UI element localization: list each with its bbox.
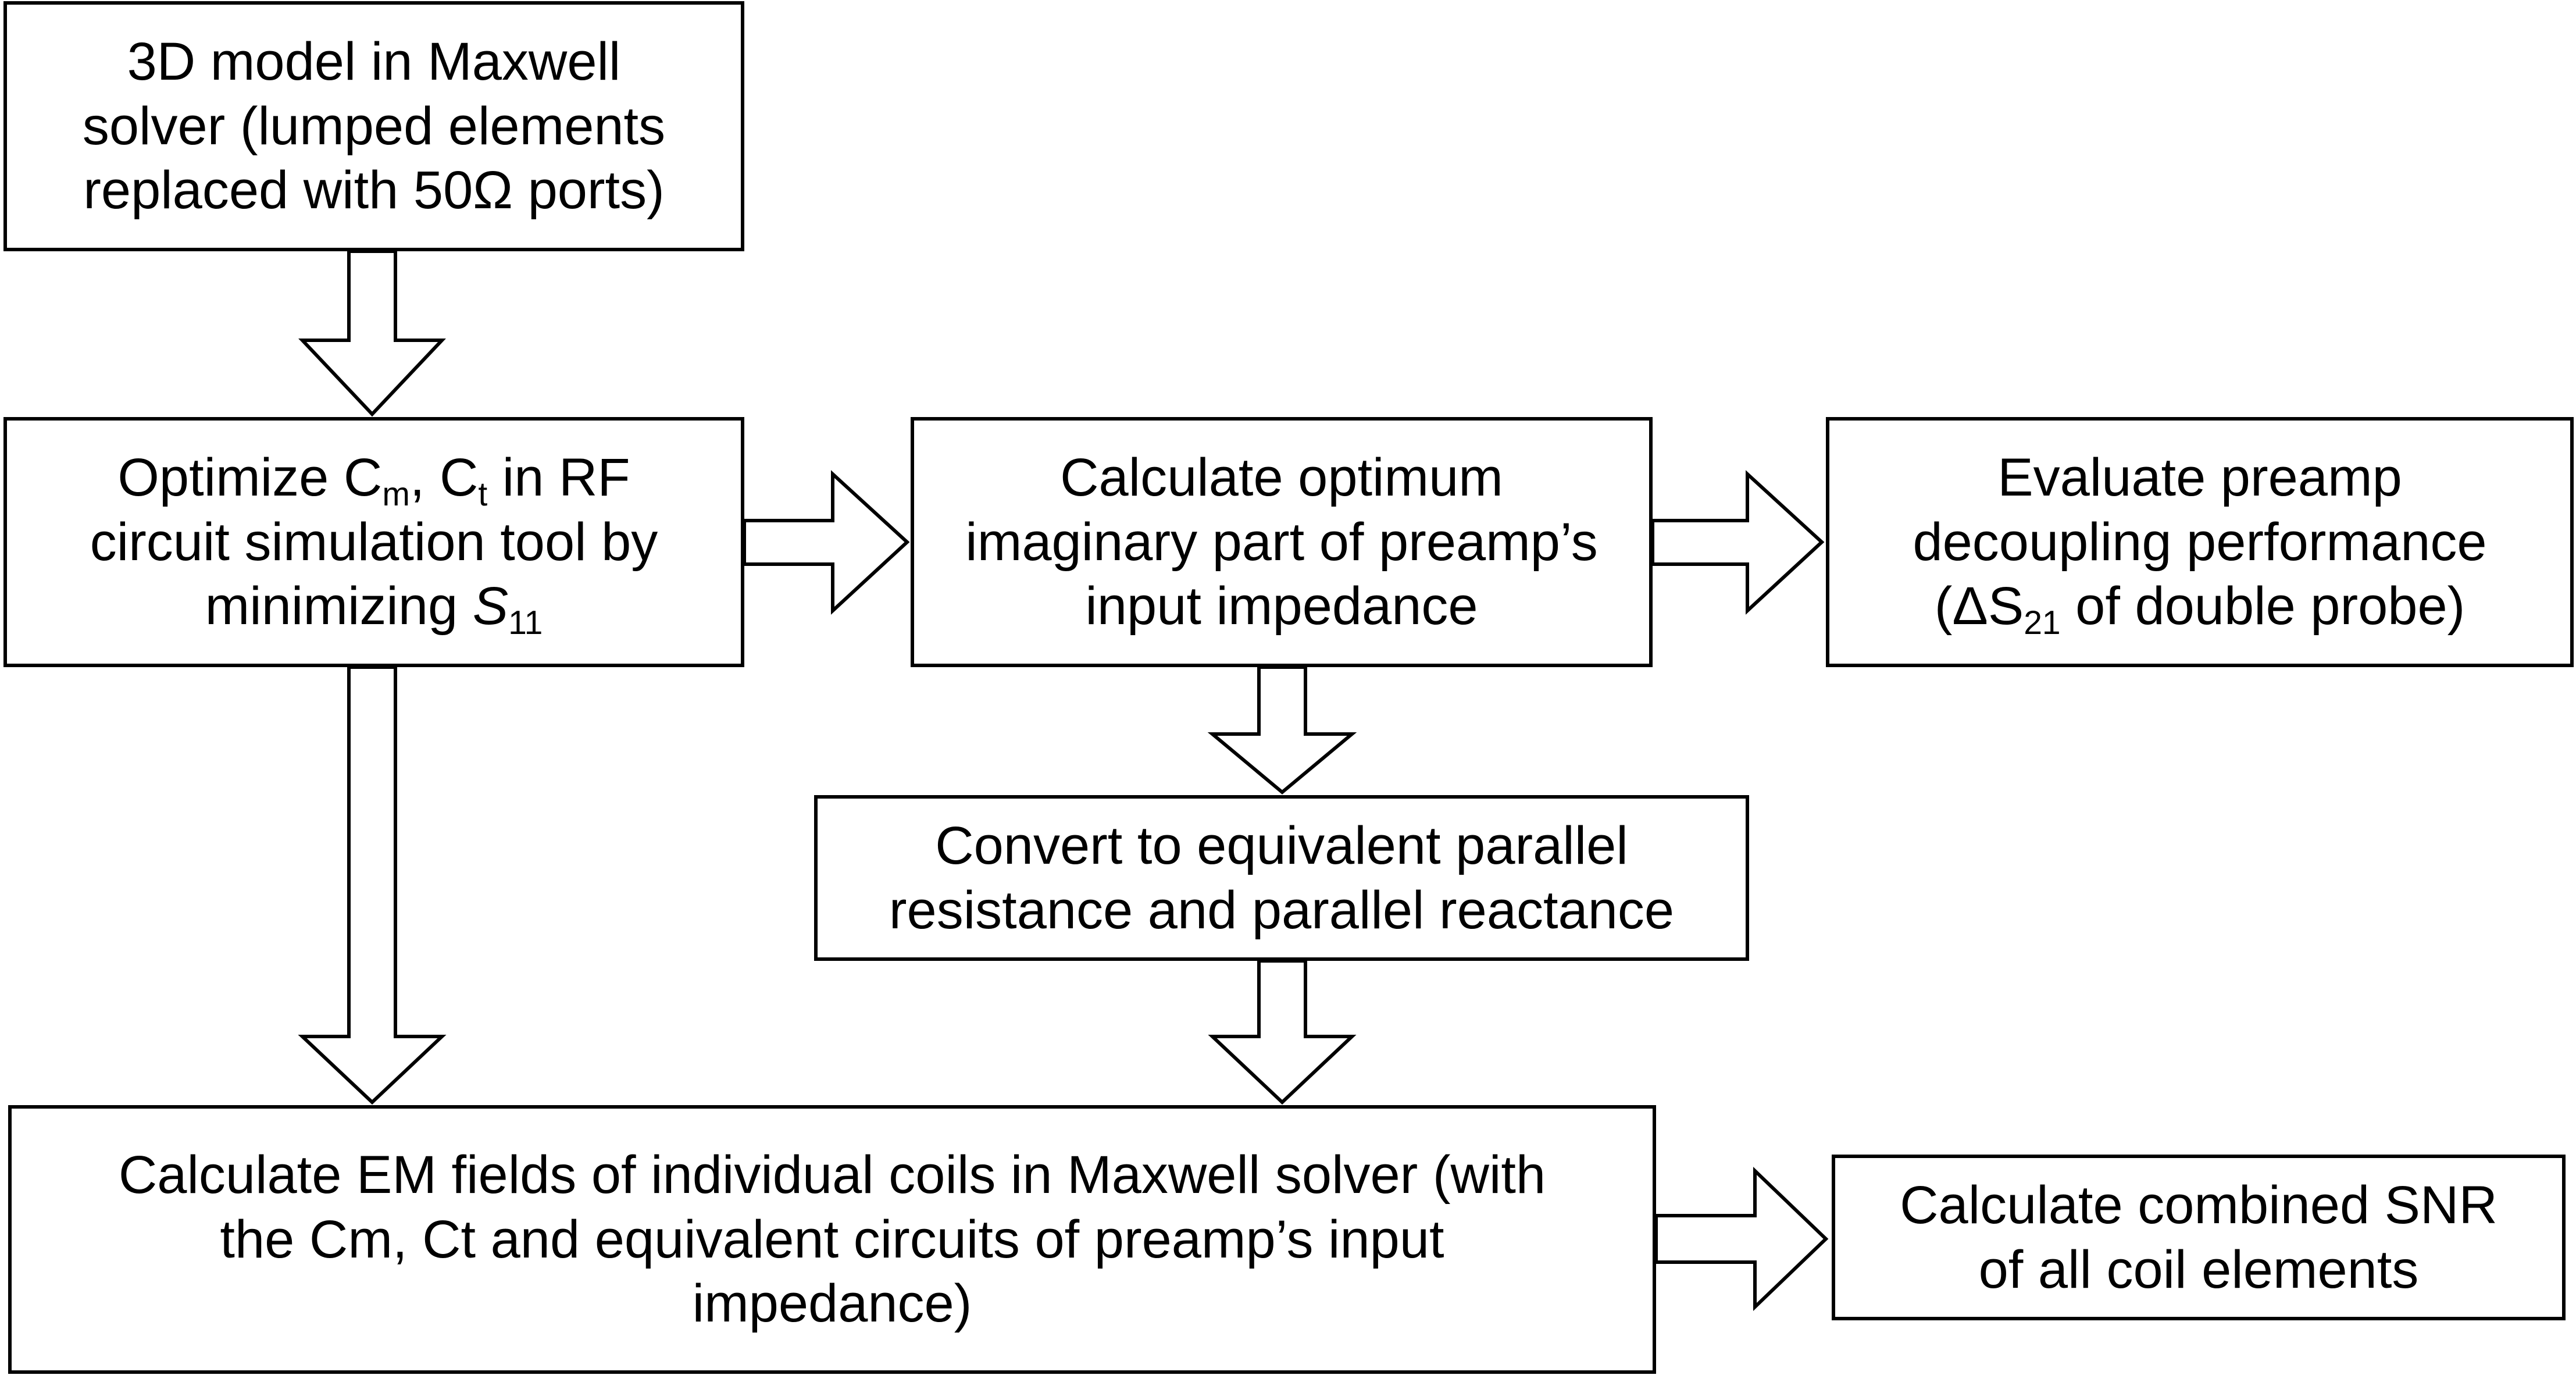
decoupling-line-3-b: of double probe) bbox=[2060, 576, 2466, 636]
arrow-imaginary-to-convert bbox=[1207, 665, 1357, 795]
maxwell-model-line-1: 3D model in Maxwell bbox=[127, 32, 621, 92]
arrow-imaginary-to-decoupling bbox=[1651, 470, 1825, 615]
optimize-line-1-b: , C bbox=[409, 448, 479, 508]
optimize-line-1-a: Optimize C bbox=[117, 448, 383, 508]
optimize-line-3: minimizing S11 bbox=[90, 574, 658, 640]
ct-subscript: t bbox=[478, 476, 488, 514]
optimize-box: Optimize Cm, Ct in RF circuit simulation… bbox=[3, 417, 744, 667]
convert-line-2: resistance and parallel reactance bbox=[889, 880, 1675, 940]
decoupling-line-3-a: (ΔS bbox=[1934, 576, 2024, 636]
convert-line-1: Convert to equivalent parallel bbox=[935, 816, 1628, 876]
arrow-em-fields-to-snr bbox=[1654, 1166, 1829, 1312]
snr-box: Calculate combined SNR of all coil eleme… bbox=[1832, 1155, 2566, 1320]
imaginary-line-2: imaginary part of preamp’s bbox=[965, 512, 1598, 572]
optimize-line-1: Optimize Cm, Ct in RF bbox=[90, 446, 658, 511]
imaginary-part-box: Calculate optimum imaginary part of prea… bbox=[911, 417, 1653, 667]
s21-subscript: 21 bbox=[2024, 604, 2061, 642]
decoupling-line-2: decoupling performance bbox=[1913, 512, 2487, 572]
arrow-optimize-to-imaginary bbox=[743, 470, 910, 615]
snr-line-1: Calculate combined SNR bbox=[1900, 1175, 2497, 1235]
imaginary-line-1: Calculate optimum bbox=[1060, 448, 1503, 508]
s11-subscript: 11 bbox=[508, 604, 543, 642]
decoupling-box: Evaluate preamp decoupling performance (… bbox=[1826, 417, 2574, 667]
cm-subscript: m bbox=[382, 476, 410, 514]
maxwell-model-line-2: solver (lumped elements bbox=[82, 96, 666, 156]
maxwell-model-box: 3D model in Maxwell solver (lumped eleme… bbox=[3, 1, 744, 251]
arrow-convert-to-em-fields bbox=[1208, 959, 1357, 1105]
arrow-optimize-to-em-fields bbox=[298, 665, 447, 1105]
em-fields-line-1: Calculate EM fields of individual coils … bbox=[118, 1145, 1546, 1205]
maxwell-model-line-3: replaced with 50Ω ports) bbox=[83, 161, 665, 220]
imaginary-line-3: input impedance bbox=[1085, 576, 1478, 636]
arrow-model-to-optimize bbox=[298, 250, 446, 417]
em-fields-box: Calculate EM fields of individual coils … bbox=[8, 1105, 1656, 1374]
decoupling-line-1: Evaluate preamp bbox=[1997, 448, 2402, 508]
em-fields-line-2: the Cm, Ct and equivalent circuits of pr… bbox=[220, 1209, 1444, 1269]
optimize-line-2: circuit simulation tool by bbox=[90, 512, 658, 572]
optimize-line-3-a: minimizing bbox=[205, 576, 473, 636]
s-parameter-symbol: S bbox=[472, 576, 509, 636]
convert-box: Convert to equivalent parallel resistanc… bbox=[814, 795, 1749, 961]
em-fields-line-3: impedance) bbox=[692, 1274, 972, 1334]
optimize-line-1-c: in RF bbox=[487, 448, 630, 508]
snr-line-2: of all coil elements bbox=[1978, 1239, 2419, 1299]
decoupling-line-3: (ΔS21 of double probe) bbox=[1913, 574, 2486, 640]
